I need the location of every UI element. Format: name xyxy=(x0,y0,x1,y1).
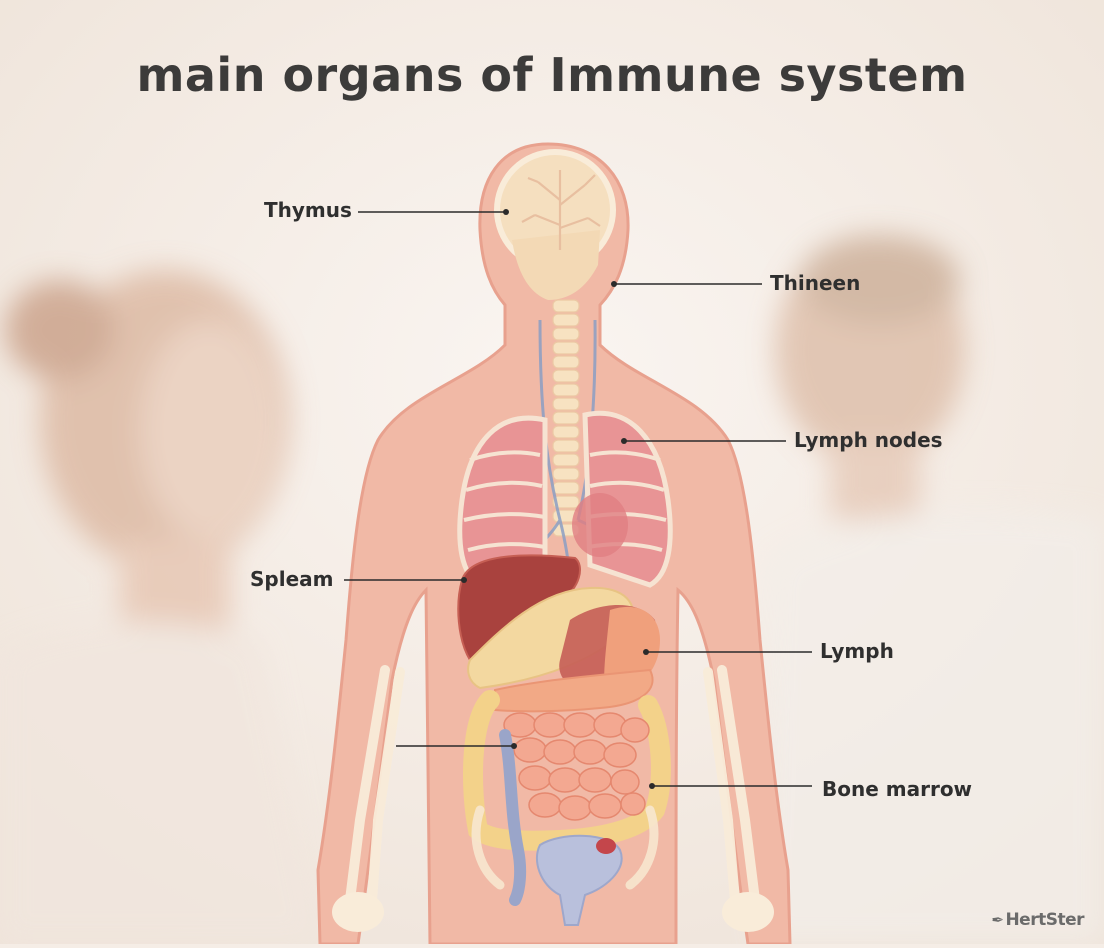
bladder xyxy=(535,834,623,926)
leader-dot-bone-marrow xyxy=(649,783,655,789)
transverse-colon xyxy=(494,668,654,713)
pelvis xyxy=(471,805,659,890)
leader-dots xyxy=(461,209,655,789)
feather-pen-icon: ✒ xyxy=(991,911,1004,929)
lungs xyxy=(457,410,673,588)
hand-bones xyxy=(332,892,774,932)
leader-dot-lymph-nodes xyxy=(621,438,627,444)
label-thymus: Thymus xyxy=(264,198,352,222)
label-bone-marrow: Bone marrow xyxy=(822,777,973,801)
label-thineen: Thineen xyxy=(770,271,861,295)
leader-dot-thymus xyxy=(503,209,509,215)
leader-lines xyxy=(344,211,812,787)
small-intestine xyxy=(503,712,650,821)
thymus-branches xyxy=(521,170,601,250)
heart xyxy=(572,493,628,557)
leader-dot-spleam xyxy=(461,577,467,583)
label-lymph-nodes: Lymph nodes xyxy=(794,428,943,452)
blurred-man-figure xyxy=(760,235,1104,944)
blurred-woman-figure xyxy=(0,270,320,944)
brand-logo: ✒HertSter xyxy=(991,910,1084,930)
ureter xyxy=(499,729,527,906)
label-lymph: Lymph xyxy=(820,639,894,663)
label-spleam: Spleam xyxy=(250,567,334,591)
leader-dot-lymph xyxy=(643,649,649,655)
spine xyxy=(552,299,580,537)
brand-name: HertSter xyxy=(1005,910,1084,930)
leader-dot-thineen xyxy=(611,281,617,287)
leader-dot-unlabeled xyxy=(511,743,517,749)
arm-bones xyxy=(345,665,760,905)
page-title: main organs of Immune system xyxy=(136,48,968,102)
ribs xyxy=(463,450,667,552)
skull xyxy=(494,149,616,300)
red-organ xyxy=(596,838,616,854)
